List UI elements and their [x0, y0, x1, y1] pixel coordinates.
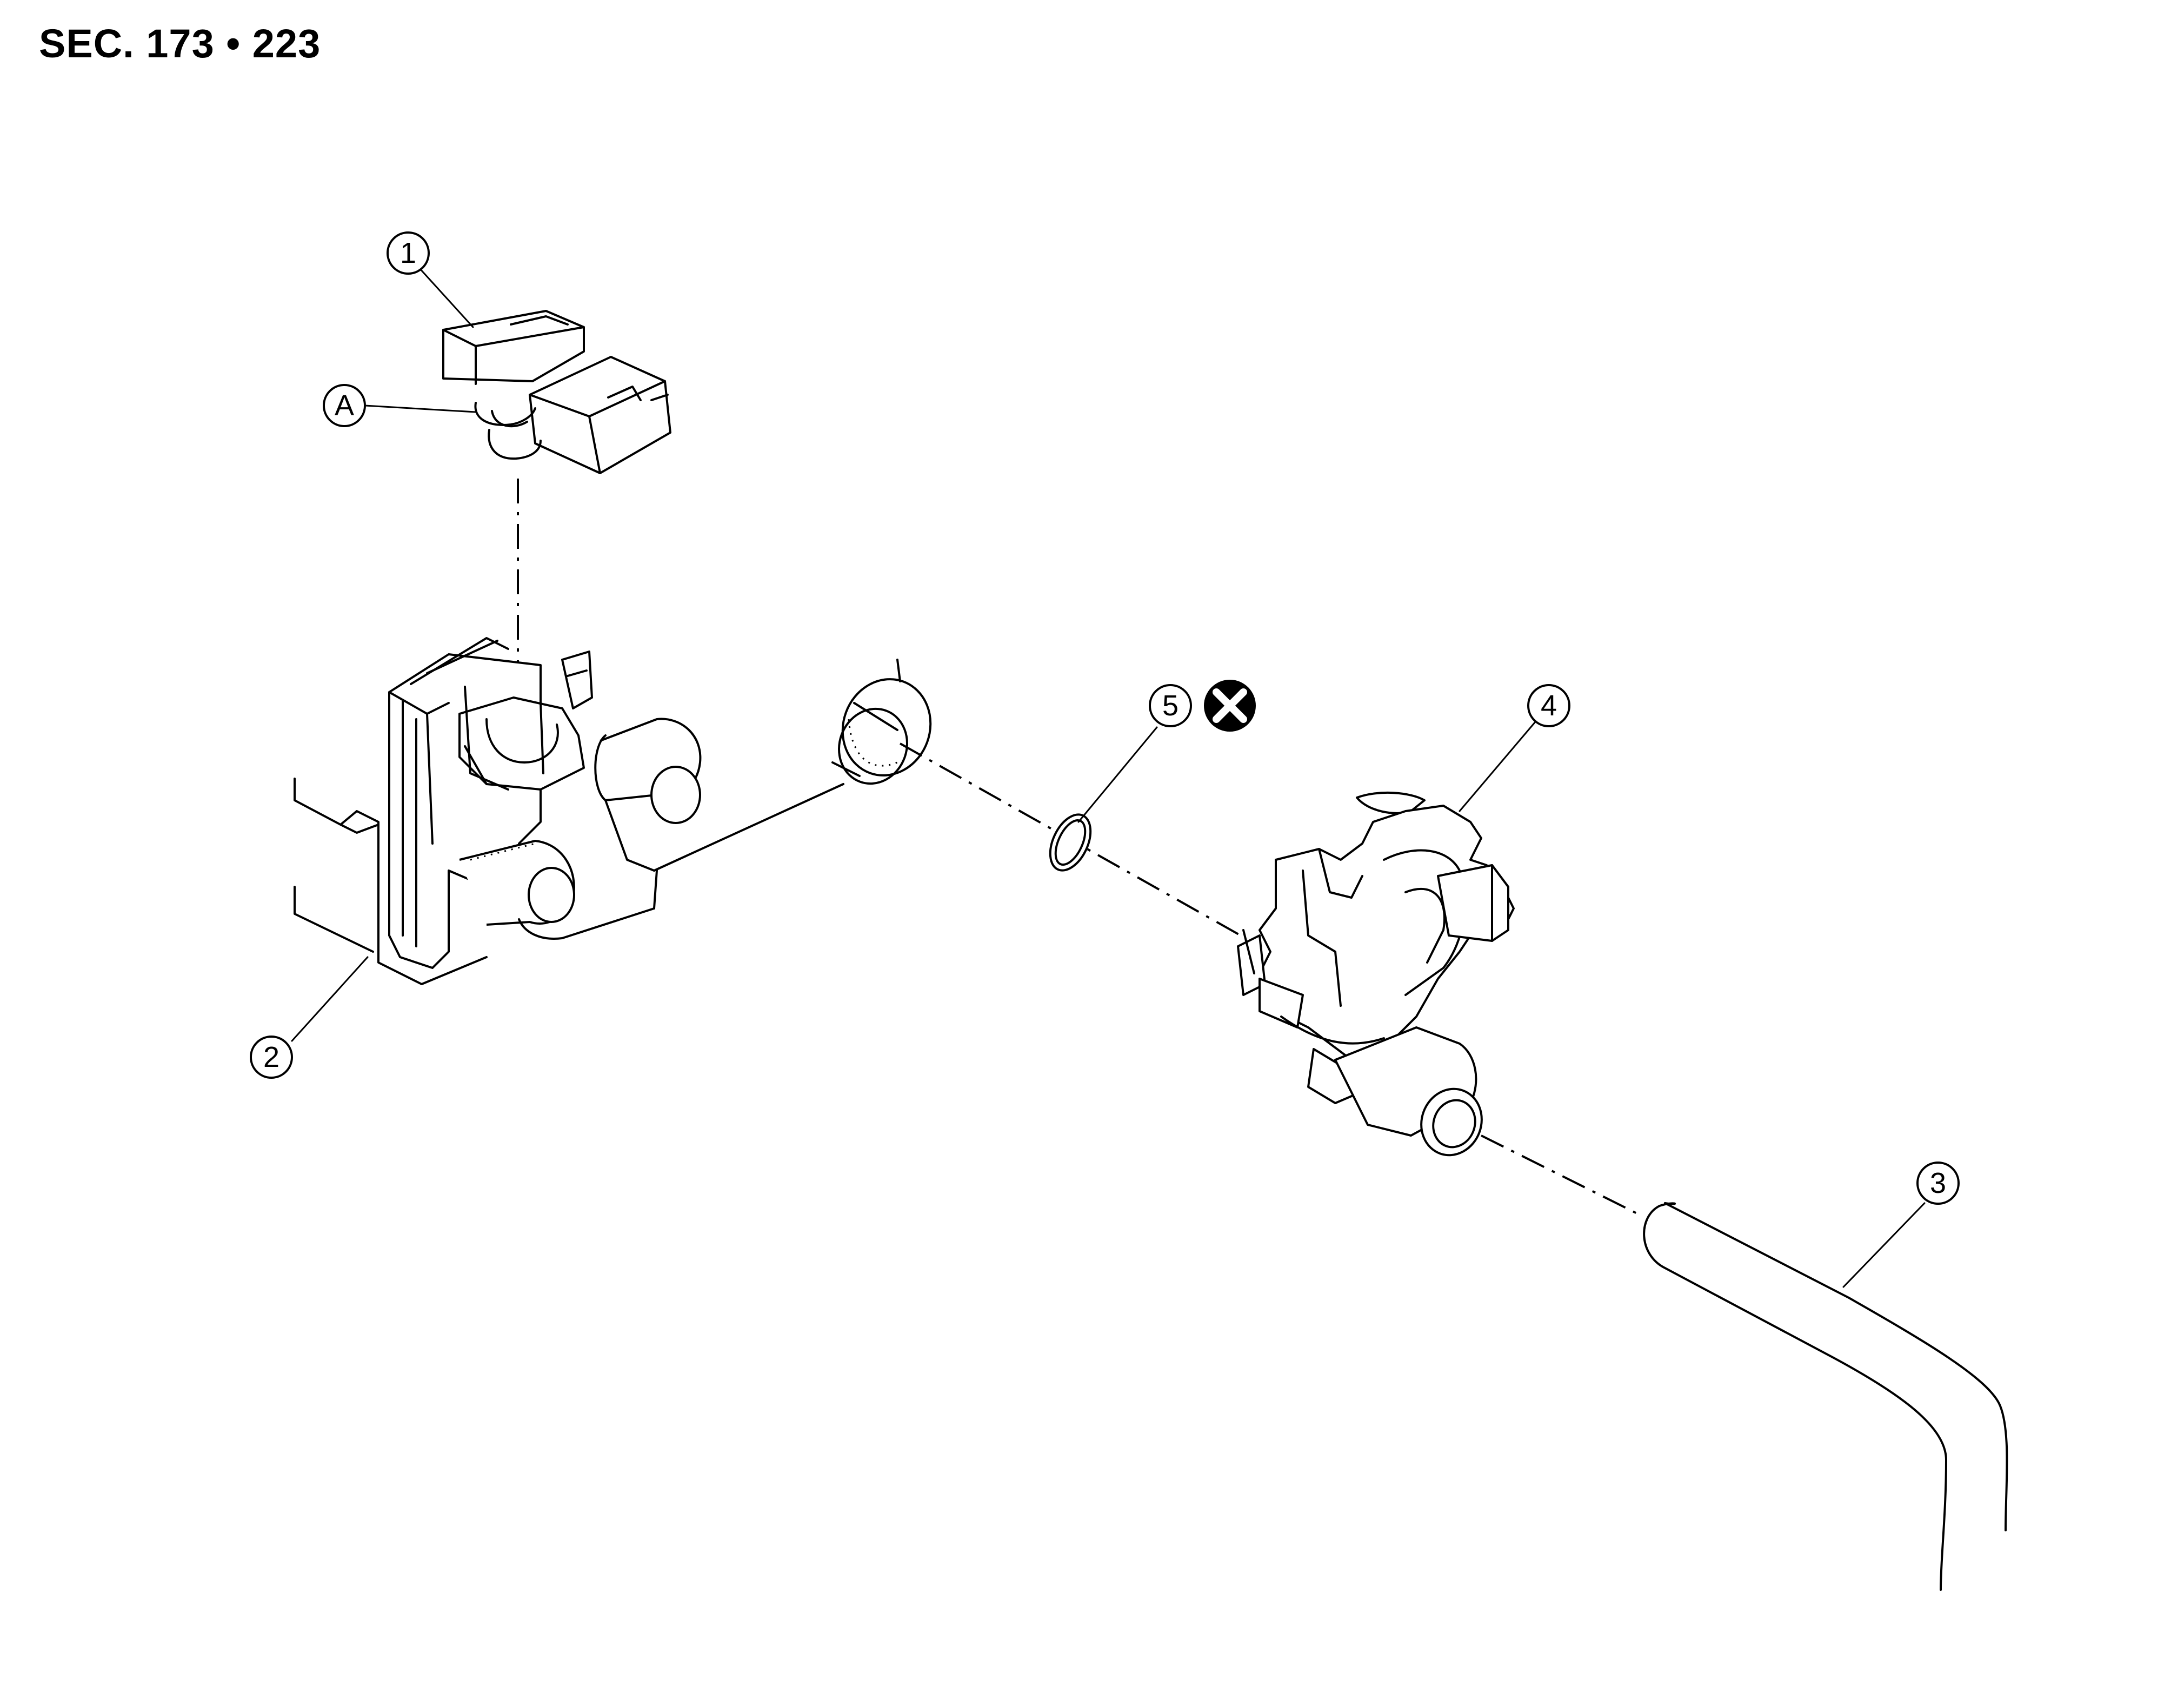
- leader-lines: [291, 267, 1926, 1288]
- part-5-o-ring: [1049, 813, 1092, 872]
- callout-4-label: 4: [1541, 689, 1557, 722]
- part-3-hose: [1643, 1202, 2008, 1591]
- x-circle-icon: [1204, 680, 1256, 732]
- callout-A-label: A: [335, 389, 354, 422]
- callout-5-label: 5: [1162, 689, 1178, 722]
- callout-2-label: 2: [263, 1041, 279, 1073]
- part-2-housing: [294, 637, 844, 985]
- callout-1: 1: [387, 231, 430, 275]
- callout-A: A: [323, 384, 366, 427]
- callout-4: 4: [1527, 684, 1570, 727]
- section-reference: SEC. 173 • 223: [39, 21, 321, 66]
- callout-2: 2: [250, 1036, 293, 1079]
- callout-3: 3: [1916, 1162, 1960, 1205]
- callout-3-label: 3: [1930, 1167, 1946, 1199]
- callout-1-label: 1: [400, 237, 416, 269]
- part-4-valve-bracket: [1237, 791, 1515, 1157]
- callout-5: 5: [1149, 684, 1192, 727]
- part-1-sensor-connector: [442, 310, 671, 474]
- centerline-diagonal-lower: [1481, 1134, 1644, 1218]
- connector-ring: [831, 659, 932, 785]
